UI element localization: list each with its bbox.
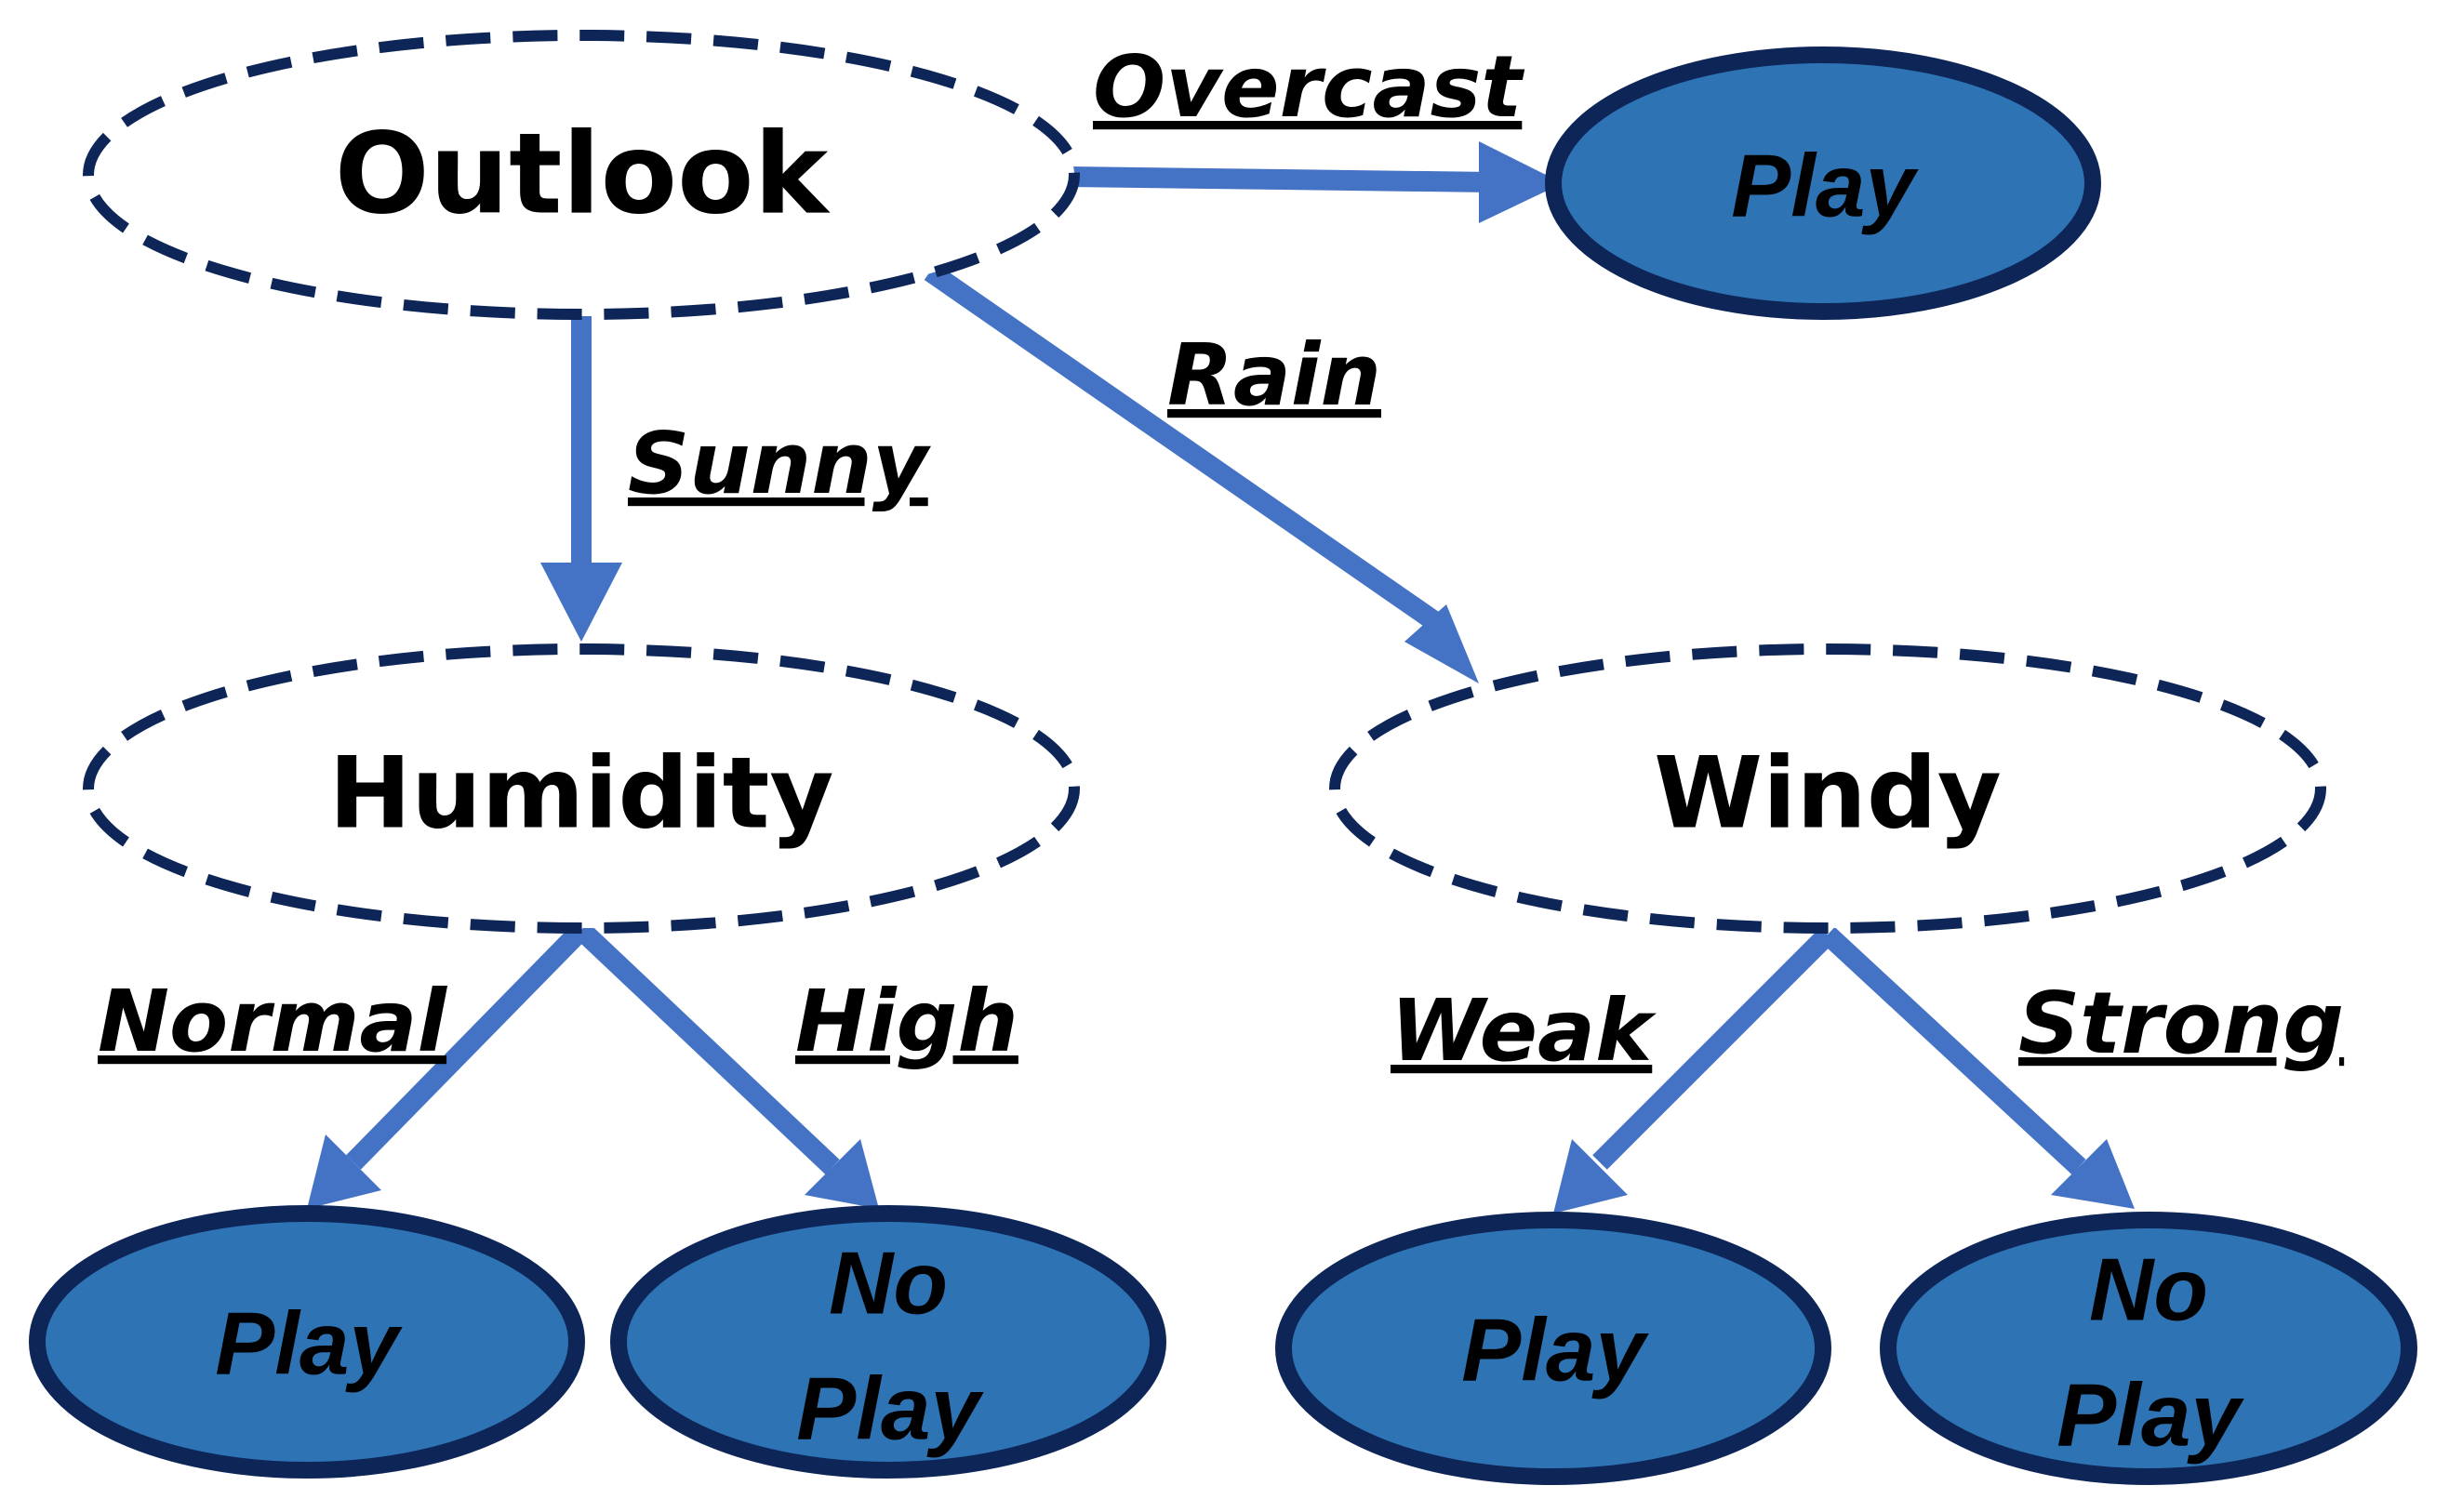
edge-rain xyxy=(924,262,1479,683)
leaf-high-no-play-line1: No xyxy=(829,1234,948,1333)
leaf-overcast-play-label: Play xyxy=(1731,137,1919,236)
node-outlook: Outlook xyxy=(83,30,1080,320)
edge-weak xyxy=(1553,927,1835,1214)
edge-label-sunny: Sunny xyxy=(628,414,932,513)
edge-label-rain: Rain xyxy=(1167,325,1381,425)
edge-strong xyxy=(1820,926,2135,1209)
edge-normal xyxy=(307,922,589,1209)
edge-label-strong: Strong xyxy=(2018,974,2344,1073)
leaf-normal-play: Play xyxy=(29,1205,585,1479)
edge-sunny xyxy=(540,316,622,642)
leaf-overcast-play: Play xyxy=(1545,46,2101,320)
node-windy: Windy xyxy=(1329,643,2326,934)
leaf-high-no-play: No Play xyxy=(610,1205,1166,1479)
node-humidity: Humidity xyxy=(83,643,1080,934)
leaf-weak-play: Play xyxy=(1275,1212,1831,1485)
edge-label-overcast: Overcast xyxy=(1093,37,1524,137)
leaf-strong-no-play-line1: No xyxy=(2089,1240,2208,1340)
node-outlook-label: Outlook xyxy=(335,111,832,240)
edge-overcast xyxy=(1069,141,1563,223)
leaf-weak-play-label: Play xyxy=(1461,1301,1649,1400)
node-humidity-label: Humidity xyxy=(329,736,834,851)
edge-label-weak: Weak xyxy=(1391,981,1657,1081)
node-windy-label: Windy xyxy=(1654,736,2002,851)
leaf-high-no-play-line2: Play xyxy=(796,1359,984,1459)
leaf-strong-no-play-line2: Play xyxy=(2056,1366,2244,1466)
edge-label-high: High xyxy=(795,972,1018,1071)
leaf-strong-no-play: No Play xyxy=(1880,1212,2417,1485)
leaf-normal-play-label: Play xyxy=(215,1294,403,1394)
edge-high xyxy=(574,922,879,1209)
edge-label-normal: Normal xyxy=(98,972,448,1071)
